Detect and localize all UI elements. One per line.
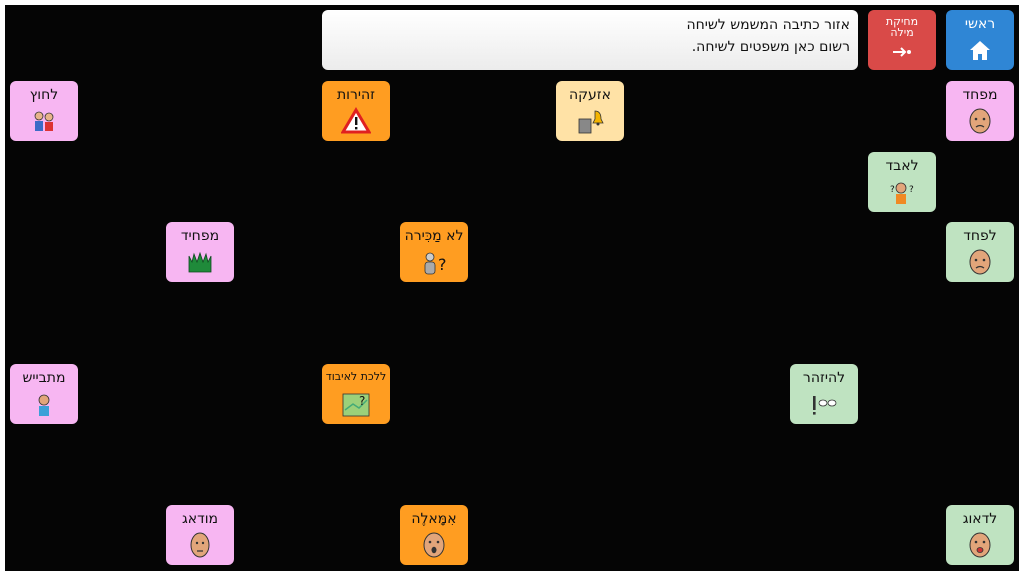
tile-be-careful-label: להיזהר [802, 370, 846, 386]
tile-scary[interactable]: מפחד [946, 81, 1014, 141]
tile-fear-label: לפחד [963, 228, 997, 244]
confused-person-icon: ? ? [890, 182, 914, 204]
message-text-area[interactable]: אזור כתיבה המשמש לשיחה רשום כאן משפטים ל… [322, 10, 858, 70]
backspace-arrow-icon [893, 47, 911, 57]
tile-alarm[interactable]: אזעקה [556, 81, 624, 141]
home-icon [970, 41, 990, 60]
unknown-person-icon: ? [424, 252, 447, 275]
message-line-1: אזור כתיבה המשמש לשיחה [686, 17, 850, 33]
home-button[interactable]: ראשי [946, 10, 1014, 70]
tile-lose[interactable]: לאבד ? ? [868, 152, 936, 212]
anxious-face-icon [969, 532, 991, 558]
tile-unknown-label: לא מַכִּירה [404, 228, 464, 244]
worried-face-icon [190, 532, 210, 558]
tile-embarrassed[interactable]: מתבייש [10, 364, 78, 424]
tile-frightening[interactable]: מפחיד [166, 222, 234, 282]
delete-word-button[interactable]: מחיקת מילה [868, 10, 936, 70]
careful-eyes-icon [813, 396, 837, 415]
lost-map-icon: ? [342, 393, 370, 417]
home-label: ראשי [964, 16, 996, 32]
scared-face-icon [969, 108, 991, 134]
tile-worried[interactable]: מודאג [166, 505, 234, 565]
tile-fear[interactable]: לפחד [946, 222, 1014, 282]
tile-to-worry[interactable]: לדאוג [946, 505, 1014, 565]
monster-hands-icon [188, 251, 212, 273]
tile-mommy[interactable]: אִמָּאלֶה [400, 505, 468, 565]
tile-mommy-label: אִמָּאלֶה [411, 511, 457, 527]
tile-to-worry-label: לדאוג [962, 511, 998, 527]
delete-word-label-1: מחיקת [885, 15, 919, 28]
hugging-people-icon [34, 111, 54, 131]
tile-scary-label: מפחד [962, 87, 998, 103]
communication-board [5, 5, 1019, 571]
tile-caution[interactable]: זהירות [322, 81, 390, 141]
svg-text:?: ? [890, 185, 895, 195]
svg-text:?: ? [359, 394, 365, 408]
shocked-face-icon [423, 532, 445, 558]
fearful-face-icon [969, 249, 991, 275]
tile-embarrassed-label: מתבייש [22, 370, 66, 386]
svg-text:?: ? [438, 255, 447, 274]
warning-triangle-icon [341, 107, 371, 134]
message-line-2: רשום כאן משפטים לשיחה. [691, 39, 850, 55]
tile-get-lost-label: ללכת לאיבוד [325, 370, 387, 383]
tile-hug[interactable]: לחוץ [10, 81, 78, 141]
svg-text:?: ? [909, 185, 914, 195]
tile-unknown[interactable]: לא מַכִּירה ? [400, 222, 468, 282]
shy-person-icon [38, 394, 50, 416]
tile-alarm-label: אזעקה [568, 87, 612, 103]
tile-lose-label: לאבד [885, 158, 919, 174]
tile-frightening-label: מפחיד [180, 228, 220, 244]
tile-hug-label: לחוץ [29, 87, 59, 103]
tile-worried-label: מודאג [181, 511, 219, 527]
tile-get-lost[interactable]: ללכת לאיבוד ? [322, 364, 390, 424]
tile-be-careful[interactable]: להיזהר [790, 364, 858, 424]
delete-word-label-2: מילה [890, 26, 914, 39]
tile-caution-label: זהירות [336, 87, 376, 103]
alarm-bell-icon [578, 110, 604, 134]
